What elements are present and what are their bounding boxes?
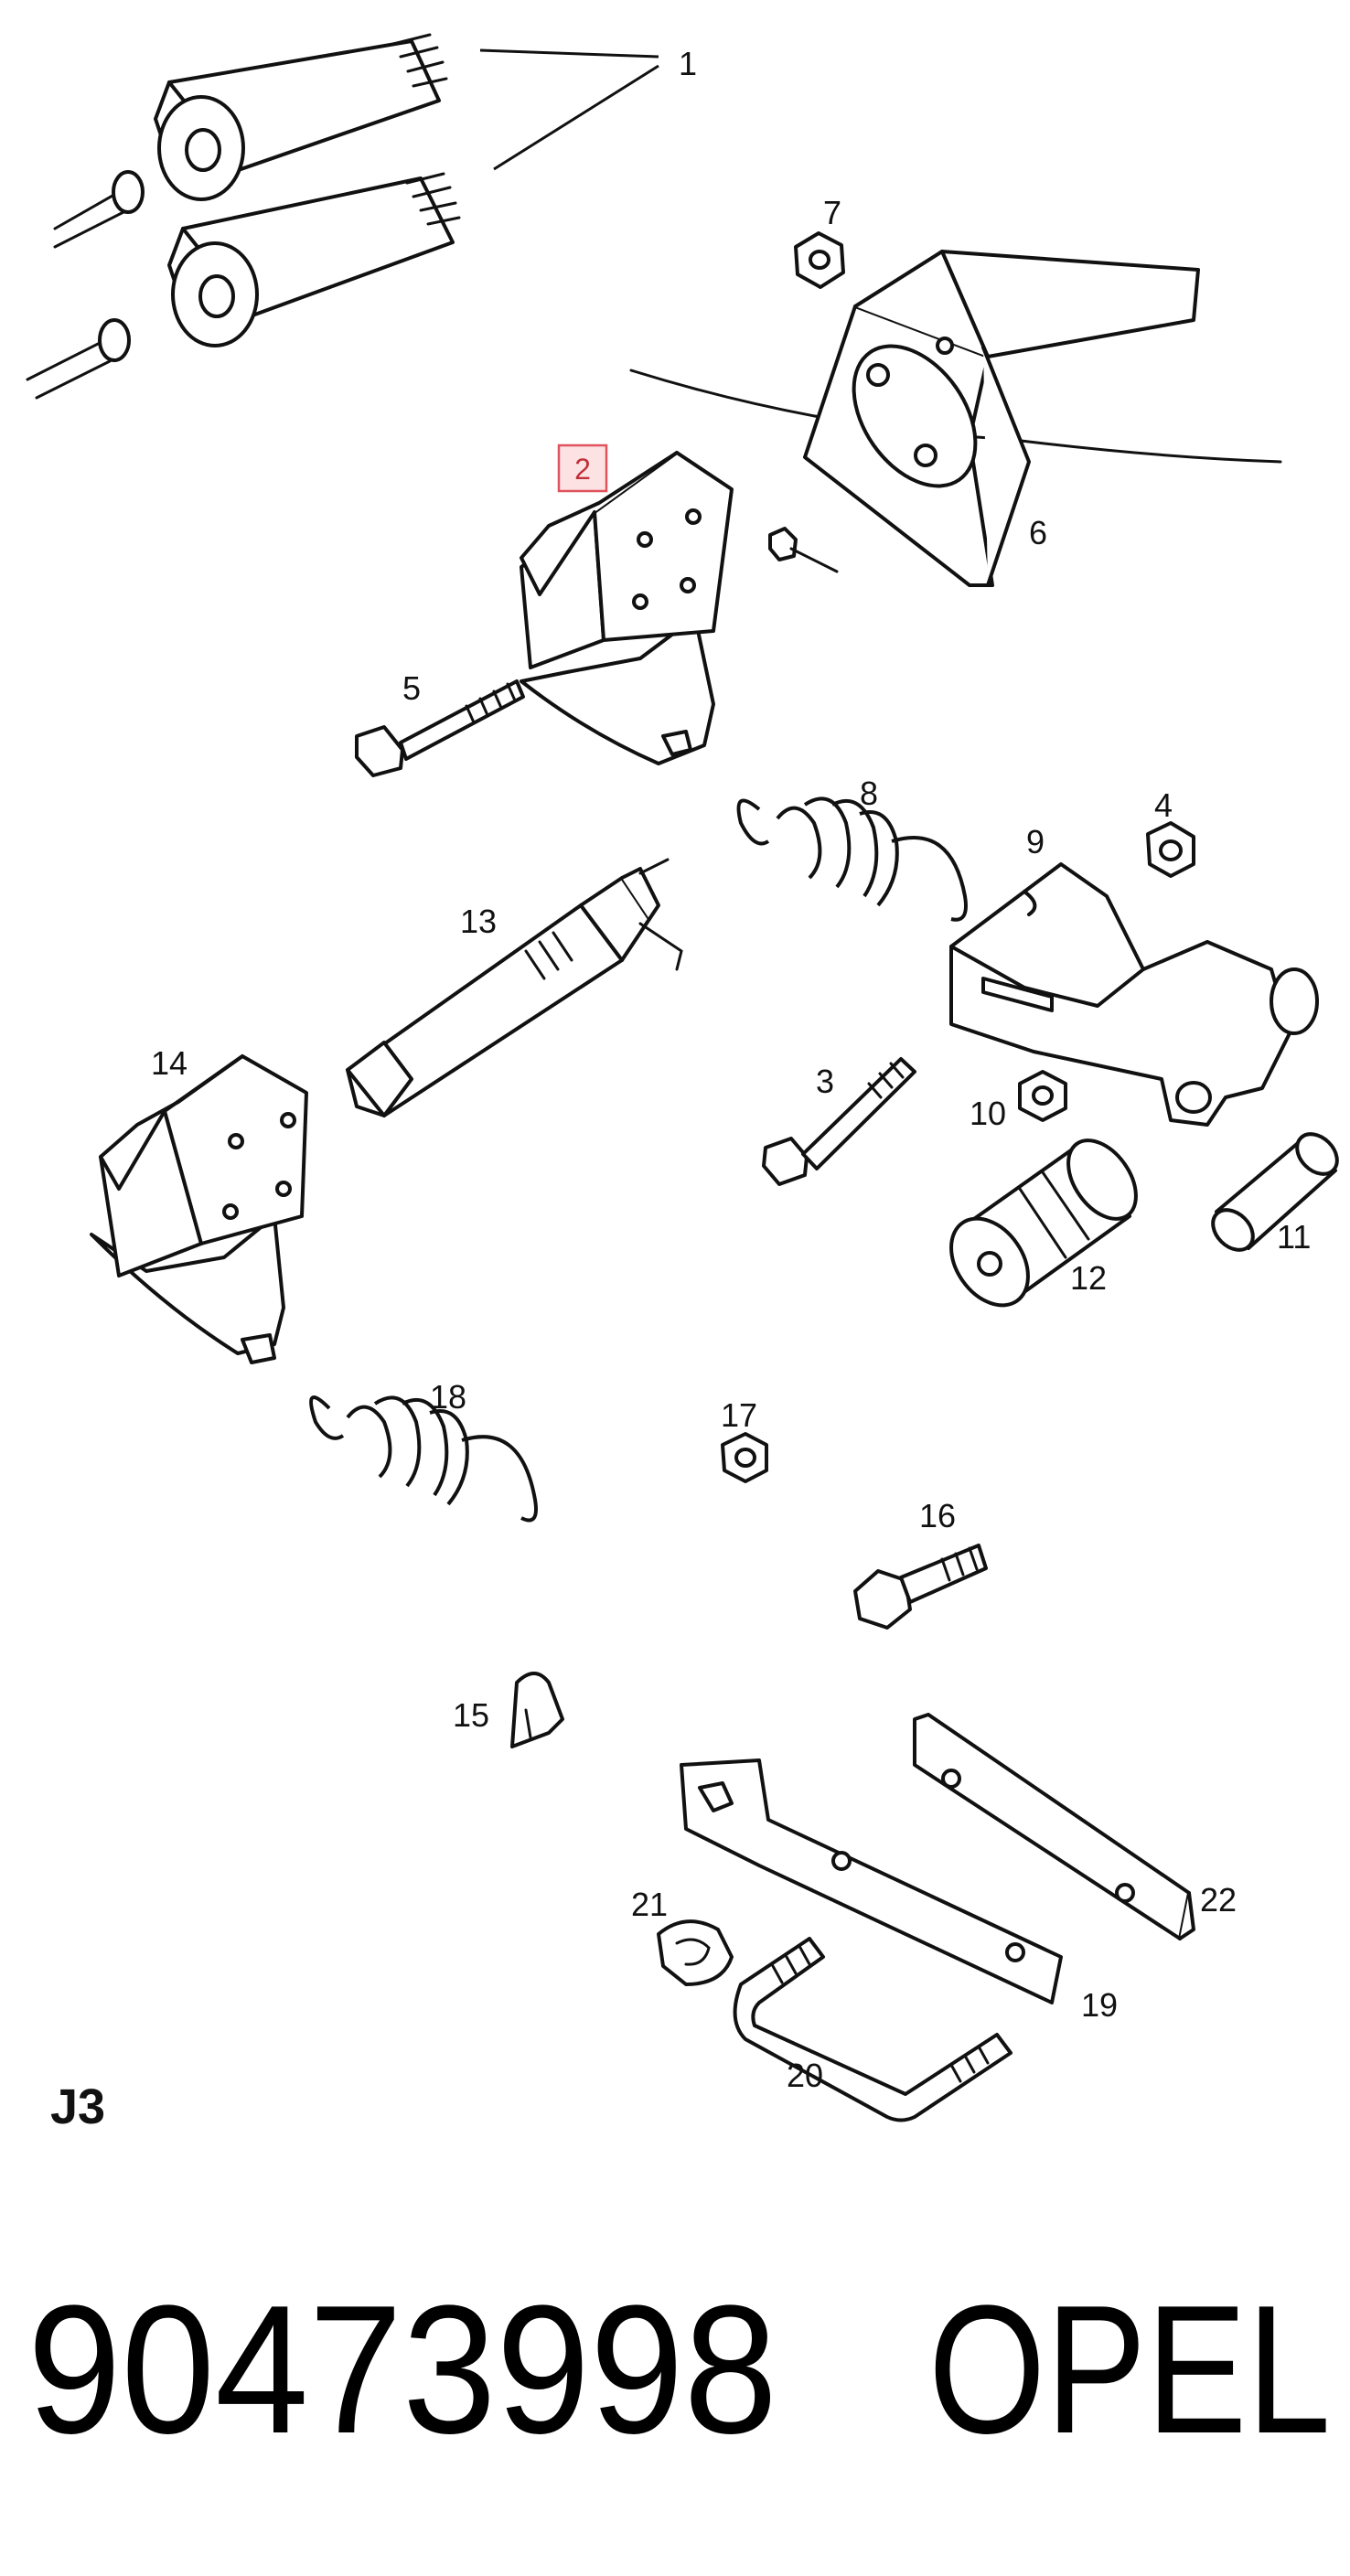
callout-8: 8 bbox=[860, 775, 878, 812]
callout-4: 4 bbox=[1154, 786, 1173, 824]
part-9-housing bbox=[949, 862, 1319, 1127]
callout-2-highlight-box[interactable] bbox=[557, 444, 608, 493]
part-21-clip bbox=[657, 1919, 734, 1986]
callout-12: 12 bbox=[1070, 1259, 1107, 1297]
part-small-bolt bbox=[768, 527, 839, 573]
part-number: 90473998 bbox=[27, 2268, 777, 2472]
section-label: J3 bbox=[50, 2079, 105, 2134]
callout-7: 7 bbox=[823, 194, 841, 231]
callout-22: 22 bbox=[1200, 1881, 1237, 1919]
callout-1: 1 bbox=[679, 45, 697, 82]
part-16-bolt bbox=[853, 1544, 988, 1630]
callout-21: 21 bbox=[631, 1886, 668, 1923]
part-11-pin bbox=[1211, 1132, 1339, 1252]
part-2-brake-shoe bbox=[520, 451, 734, 765]
callout-20: 20 bbox=[787, 2057, 823, 2094]
part-19-strap bbox=[680, 1758, 1063, 2004]
callout-3: 3 bbox=[816, 1063, 834, 1100]
callout-13: 13 bbox=[460, 903, 497, 940]
callout-15: 15 bbox=[453, 1696, 489, 1734]
callout-14: 14 bbox=[151, 1044, 188, 1082]
part-8-spring bbox=[736, 796, 968, 922]
callout-16: 16 bbox=[919, 1497, 956, 1534]
callout-2: 2 bbox=[574, 453, 591, 486]
callout-17: 17 bbox=[721, 1396, 757, 1434]
part-12-sleeve bbox=[949, 1138, 1138, 1308]
part-13-adjuster bbox=[346, 858, 683, 1117]
part-14-brake-shoe bbox=[90, 1054, 308, 1364]
callout-9: 9 bbox=[1026, 823, 1045, 860]
part-7-nut bbox=[794, 231, 845, 289]
part-10-nut bbox=[1018, 1070, 1067, 1122]
part-6-bracket bbox=[629, 250, 1282, 587]
part-15-clip bbox=[510, 1672, 564, 1748]
callout-5: 5 bbox=[402, 669, 421, 707]
part-18-spring bbox=[309, 1395, 538, 1523]
callout-19: 19 bbox=[1081, 1986, 1118, 2024]
part-20-u-bolt bbox=[733, 1937, 1012, 2122]
part-4-nut bbox=[1146, 821, 1195, 878]
callout-6: 6 bbox=[1029, 514, 1047, 551]
part-5-bolt bbox=[355, 679, 525, 777]
brand-name: OPEL bbox=[928, 2268, 1331, 2472]
part-3-bolt bbox=[762, 1057, 916, 1186]
part-1-fittings bbox=[26, 33, 461, 400]
callout-18: 18 bbox=[430, 1378, 466, 1416]
callout-10: 10 bbox=[970, 1095, 1006, 1132]
part-17-nut bbox=[721, 1432, 768, 1483]
callout-11: 11 bbox=[1277, 1218, 1311, 1256]
part-22-strap bbox=[913, 1713, 1195, 1940]
